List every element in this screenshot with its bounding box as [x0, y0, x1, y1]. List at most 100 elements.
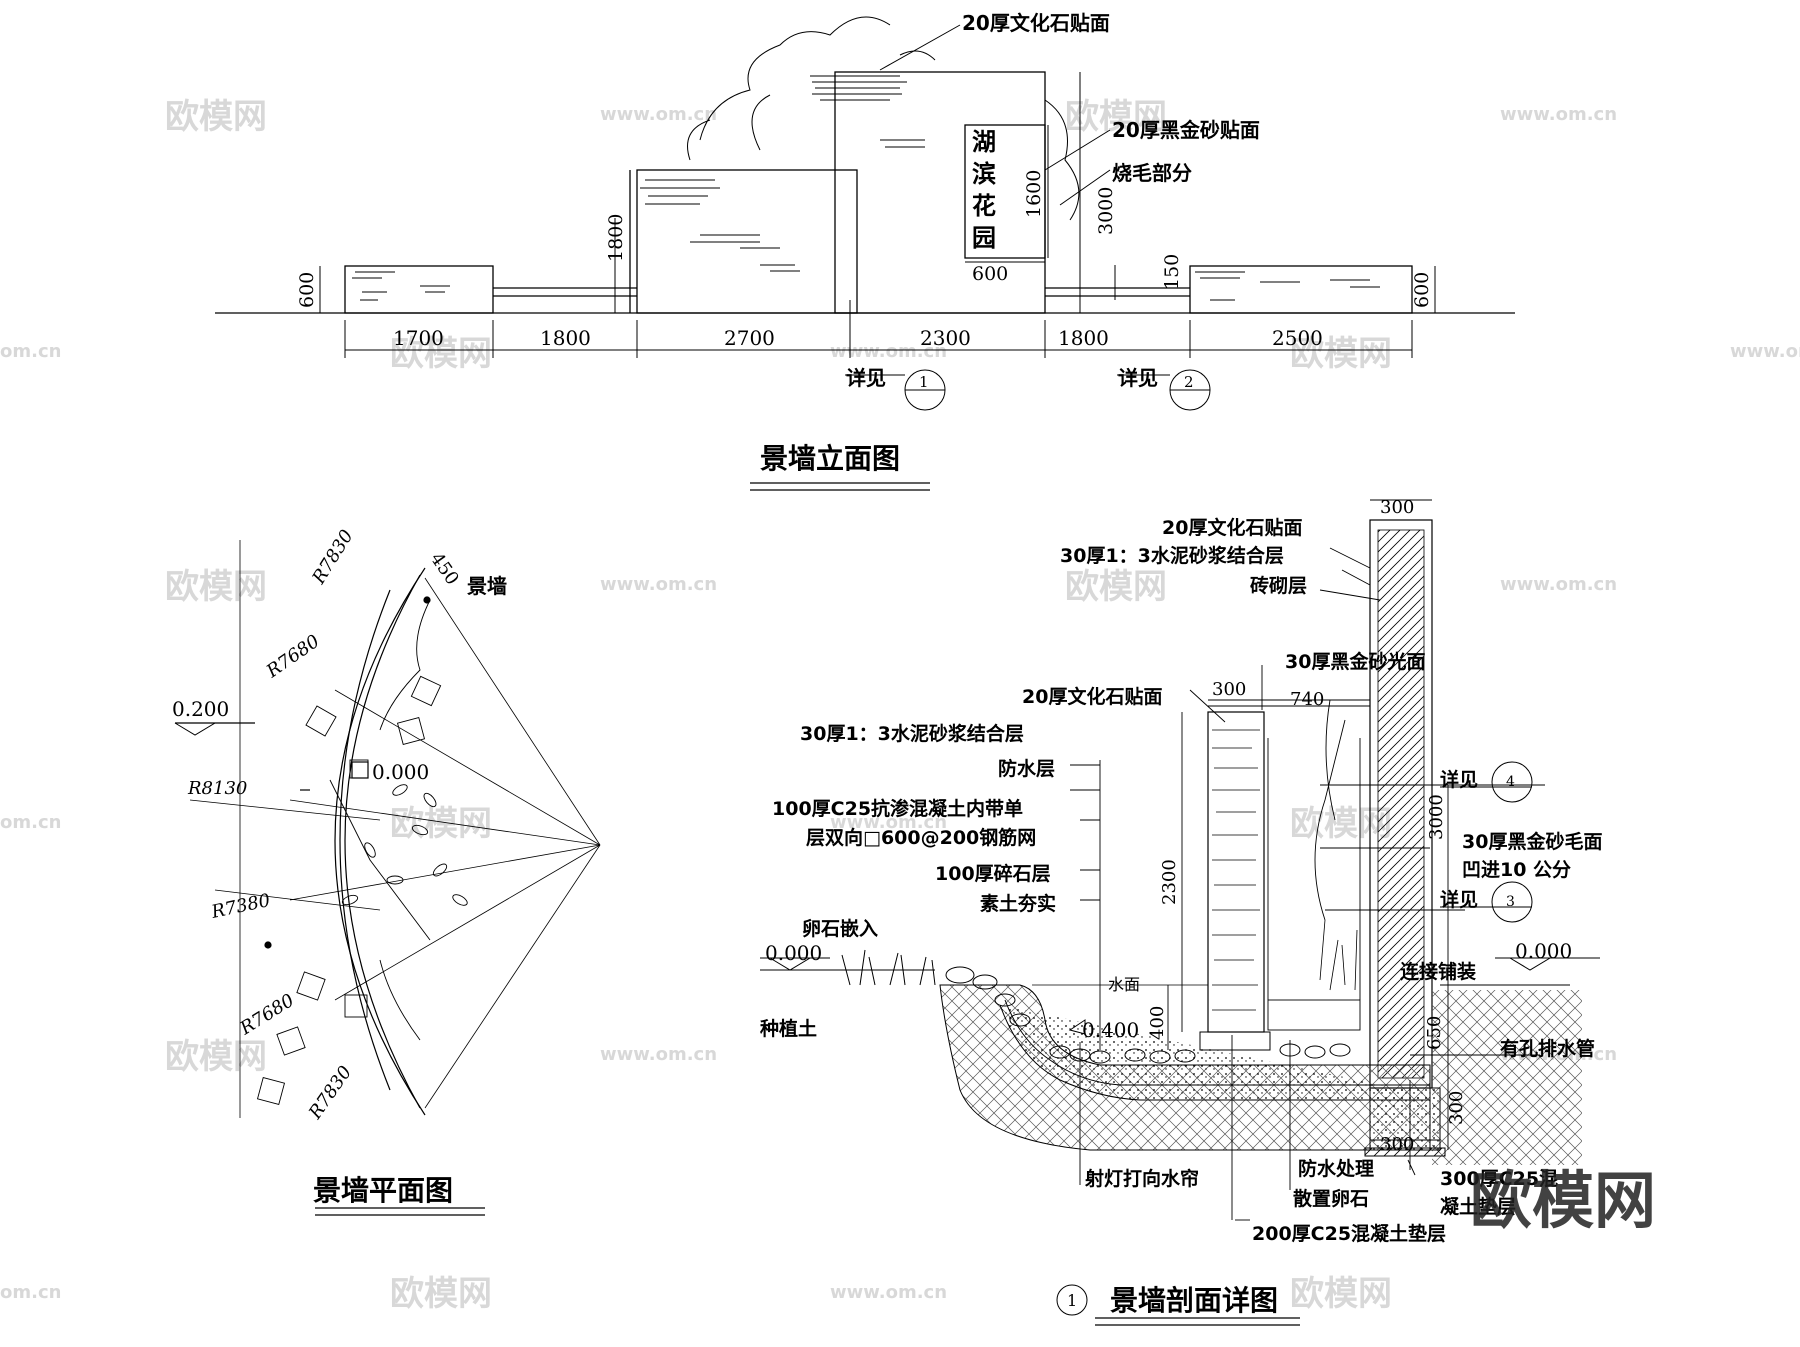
depth-650: 650 — [1424, 1016, 1445, 1050]
watermark-url: www.om.cn — [830, 812, 947, 833]
elevation-drawing — [215, 16, 1515, 491]
detail-ref-circle-3[interactable] — [1491, 881, 1533, 923]
callout-culture-stone: 20厚文化石贴面 — [962, 11, 1110, 35]
pebble-inlay: 卵石嵌入 — [802, 917, 878, 940]
detail-ref-number-1: 1 — [919, 373, 929, 391]
c25-200: 200厚C25混凝土垫层 — [1252, 1222, 1446, 1245]
tall-wall-height: 3000 — [1426, 794, 1447, 840]
c25-300-line1: 300厚C25混 — [1440, 1168, 1558, 1190]
section-title-number: 1 — [1067, 1291, 1077, 1310]
left-layer-5: 层双向□600@200钢筋网 — [806, 826, 1036, 849]
depth-400: 400 — [1147, 1006, 1168, 1040]
plan-wall-outer — [334, 567, 426, 1116]
dim-2500: 2500 — [1272, 326, 1323, 350]
dim-1800: 1800 — [540, 326, 591, 350]
gap-740: 740 — [1290, 689, 1324, 710]
dim-2700: 2700 — [724, 326, 775, 350]
sign-char-3: 花 — [972, 192, 996, 220]
spotlight-label: 射灯打向水帘 — [1084, 1167, 1199, 1190]
tall-layer-1: 20厚文化石贴面 — [1162, 516, 1302, 539]
wall-mid — [636, 169, 858, 314]
watermark-brand: 欧模网 — [390, 334, 492, 374]
dim-1700: 1700 — [393, 326, 444, 350]
plan-radius-2: R7680 — [262, 631, 324, 683]
plan-level-0000: 0.000 — [372, 760, 429, 784]
section-title-circle — [1056, 1284, 1088, 1316]
short-wall-width: 300 — [1212, 679, 1246, 700]
dim-2300: 2300 — [920, 326, 971, 350]
tree-outline — [687, 16, 936, 161]
stone-texture — [352, 75, 1380, 301]
section-title: 景墙剖面详图 — [1110, 1284, 1278, 1317]
sign-char-4: 园 — [972, 224, 996, 252]
plan-drawing — [174, 540, 601, 1216]
plan-labels: 景墙 450 0.200 0.000 R7830 R7680 R8130 R73… — [172, 526, 507, 1207]
detail-ref-label-2: 详见 — [1118, 366, 1158, 390]
watermark-brand: 欧模网 — [1290, 334, 1392, 374]
left-layer-6: 100厚碎石层 — [935, 862, 1051, 885]
plan-wall-label: 景墙 — [467, 574, 507, 598]
grass — [841, 949, 936, 986]
watermark-brand: 欧模网 — [165, 567, 267, 607]
section-drawing — [760, 499, 1600, 1326]
plan-width-450: 450 — [426, 549, 463, 589]
dim-1800b: 1800 — [1058, 326, 1109, 350]
level-right: 0.000 — [1515, 939, 1572, 963]
dim-3000-v: 3000 — [1095, 187, 1117, 235]
detail-ref-label-3: 详见 — [1440, 888, 1478, 911]
left-layer-1: 20厚文化石贴面 — [1022, 685, 1162, 708]
plan-stones — [256, 599, 468, 1106]
wall-tall — [834, 71, 1046, 314]
planting-soil: 种植土 — [759, 1017, 817, 1040]
low-wall-right — [1189, 265, 1413, 314]
section-short-wall — [1207, 711, 1265, 1033]
plan-radius-5: R7680 — [236, 990, 298, 1040]
detail-ref-number-4: 4 — [1506, 774, 1515, 790]
plan-radius-3: R8130 — [187, 778, 247, 799]
short-wall-height: 2300 — [1159, 859, 1180, 905]
level-pool: 0.400 — [1082, 1018, 1139, 1042]
watermark-brand: 欧模网 — [1290, 1274, 1392, 1314]
recess-label: 凹进10 公分 — [1462, 859, 1571, 881]
dim-600-left: 600 — [296, 272, 318, 308]
dim-1800-v: 1800 — [605, 214, 627, 262]
watermark-url: www.om.cn — [600, 104, 717, 125]
paving-label: 连接铺装 — [1400, 960, 1476, 983]
watermark-brand: 欧模网 — [165, 1037, 267, 1077]
watermark-url: www.om.cn — [1500, 104, 1617, 125]
plan-radius-4: R7380 — [209, 890, 272, 923]
detail-ref-circle-4[interactable] — [1491, 761, 1533, 803]
watermark-brand: 欧模网 — [1065, 97, 1167, 137]
sign-panel — [964, 124, 1046, 259]
watermark-url: om.cn — [0, 341, 61, 362]
watermark-layer: 欧模网 www.om.cn 欧模网 www.om.cn om.cn 欧模网 ww… — [0, 97, 1800, 1314]
base-300: 300 — [1380, 1134, 1414, 1155]
detail-ref-number-3: 3 — [1506, 894, 1515, 910]
watermark-url: om.cn — [0, 1282, 61, 1303]
detail-ref-number-2: 2 — [1184, 373, 1194, 391]
sign-char-2: 滨 — [972, 160, 996, 188]
low-wall-left — [344, 265, 494, 314]
plan-level-0200: 0.200 — [172, 697, 229, 721]
watermark-url: www.om.cn — [600, 1044, 717, 1065]
watermark-brand: 欧模网 — [1065, 567, 1167, 607]
waterproof-label: 防水处理 — [1298, 1157, 1374, 1180]
watermark-url: www.om.cn — [830, 1282, 947, 1303]
left-layer-3: 防水层 — [998, 757, 1055, 780]
plan-title: 景墙平面图 — [313, 1174, 453, 1207]
black-gold-rough: 30厚黑金砂毛面 — [1462, 830, 1602, 853]
water-surface: 水面 — [1108, 975, 1140, 994]
callout-flamed: 烧毛部分 — [1112, 161, 1192, 185]
dim-600-right: 600 — [1411, 272, 1433, 308]
dim-150-v: 150 — [1161, 254, 1183, 290]
detail-ref-label-4: 详见 — [1440, 768, 1478, 791]
watermark-brand: 欧模网 — [1290, 804, 1392, 844]
watermark-url: www.om.cn — [830, 341, 947, 362]
plan-radius-1: R7830 — [308, 526, 358, 588]
corner-logo: 欧模网 — [1470, 1164, 1656, 1237]
dim-1600-v: 1600 — [1023, 170, 1045, 218]
callout-black-gold: 20厚黑金砂贴面 — [1112, 118, 1260, 142]
c25-300-line2: 凝土垫层 — [1440, 1195, 1516, 1218]
level-left: 0.000 — [765, 941, 822, 965]
